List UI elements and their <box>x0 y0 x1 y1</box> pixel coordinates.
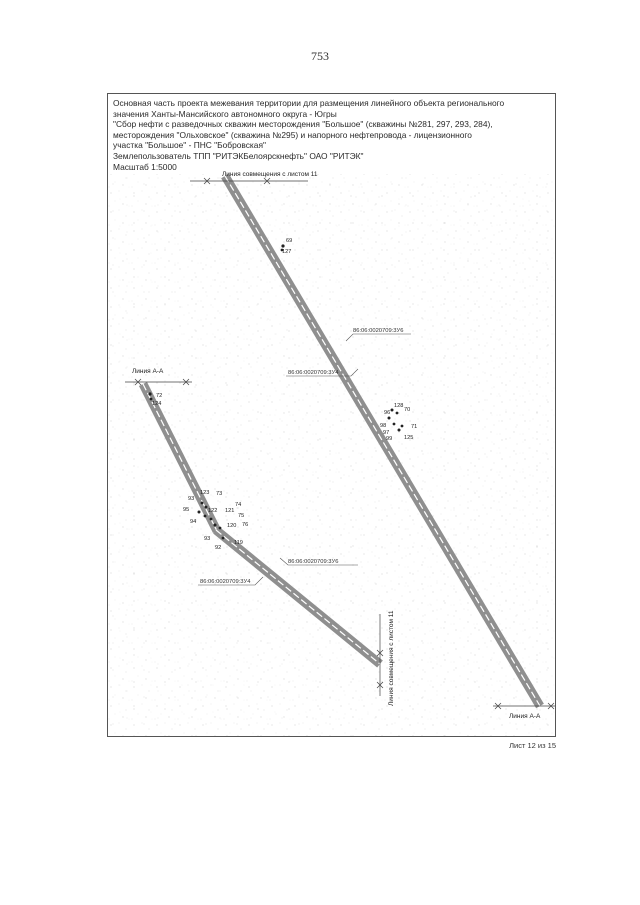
leader-right-zu4 <box>286 368 359 377</box>
point-label: 94 <box>190 519 196 525</box>
point-label: 98 <box>380 423 386 429</box>
leader-right-zu6 <box>345 333 411 342</box>
point-label: 69 <box>286 238 292 244</box>
point-label: 93 <box>204 536 210 542</box>
header-title-line-3: "Сбор нефти с разведочных скважин местор… <box>113 119 493 130</box>
main-corridor <box>221 173 544 709</box>
cadastral-label-left-zu4: 86:06:0020709:3У4 <box>200 579 251 585</box>
vertical-join-line <box>376 614 384 696</box>
point-label: 76 <box>242 522 248 528</box>
point-label: 99 <box>386 436 392 442</box>
point-label: 73 <box>216 491 222 497</box>
header-scale: Масштаб 1:5000 <box>113 161 177 172</box>
point-label: 97 <box>383 430 389 436</box>
point-label: 119 <box>234 540 243 546</box>
vertical-join-line-label: Линия совмещения с листом 11 <box>388 610 395 706</box>
point-label: 121 <box>225 508 234 514</box>
bottom-right-aa-label: Линия А-А <box>509 713 541 720</box>
point-label: 93 <box>188 496 194 502</box>
page-number: 753 <box>311 49 329 63</box>
left-aa-label: Линия А-А <box>132 368 164 375</box>
header-land-user: Землепользователь ТПП "РИТЭКБелоярскнефт… <box>113 150 364 161</box>
top-join-line <box>190 177 308 185</box>
map-header: Основная часть проекта межевания террито… <box>113 98 551 172</box>
point-label: 128 <box>394 403 403 409</box>
header-title-line-5: участка "Большое" - ПНС "Бобровская" <box>113 140 266 151</box>
leader-left-zu4 <box>198 576 264 586</box>
leader-left-zu6 <box>279 557 358 566</box>
point-label: 122 <box>208 508 217 514</box>
point-markers <box>148 244 404 540</box>
cadastral-label-left-zu6: 86:06:0020709:3У6 <box>288 559 338 565</box>
point-label: 74 <box>235 502 241 508</box>
point-label: 125 <box>404 435 413 441</box>
point-label: 96 <box>384 410 390 416</box>
header-title-line-1: Основная часть проекта межевания террито… <box>113 98 505 108</box>
point-label: 95 <box>183 507 189 513</box>
left-aa-line <box>125 378 192 386</box>
left-corridor-upper <box>138 381 222 534</box>
cadastral-label-right-zu6: 86:06:0020709:3У6 <box>353 328 403 334</box>
header-title-line-2: значения Ханты-Мансийского автономного о… <box>113 108 337 119</box>
header-title-line-4: месторождения "Ольховское" (скважина №29… <box>113 129 472 140</box>
point-label: 75 <box>238 513 244 519</box>
point-label: 70 <box>404 407 410 413</box>
map-sheet: Линия совмещения с листом 11 Линия А-А Л… <box>107 93 556 737</box>
point-label: 127 <box>282 249 291 255</box>
point-label: 120 <box>227 523 236 529</box>
sheet-number: Лист 12 из 15 <box>509 741 556 750</box>
point-label: 92 <box>215 545 221 551</box>
bottom-right-aa-line <box>493 702 555 710</box>
point-label: 124 <box>152 401 161 407</box>
cadastral-label-right-zu4: 86:06:0020709:3У4 <box>288 370 339 376</box>
point-label: 72 <box>156 393 162 399</box>
map-canvas: Линия совмещения с листом 11 Линия А-А Л… <box>108 171 555 736</box>
point-label: 123 <box>200 490 209 496</box>
point-label: 71 <box>411 424 417 430</box>
left-corridor-lower <box>213 526 383 668</box>
top-join-line-label: Линия совмещения с листом 11 <box>222 171 318 178</box>
